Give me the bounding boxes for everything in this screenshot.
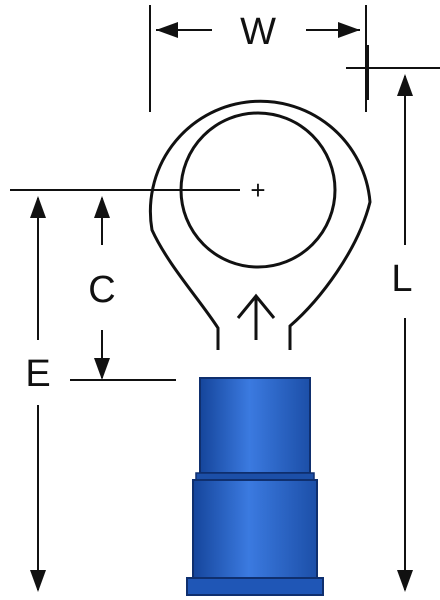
extent-label: E (25, 353, 50, 395)
arrow-up-icon (236, 293, 276, 340)
center-mark: + (250, 175, 265, 205)
width-dimension (149, 5, 367, 112)
width-label: W (240, 11, 276, 53)
center-dimension (70, 196, 176, 381)
insulation-sleeve (186, 377, 324, 596)
extent-dimension (30, 196, 46, 592)
length-dimension (346, 45, 440, 592)
length-label: L (391, 258, 412, 300)
center-label: C (88, 269, 115, 311)
